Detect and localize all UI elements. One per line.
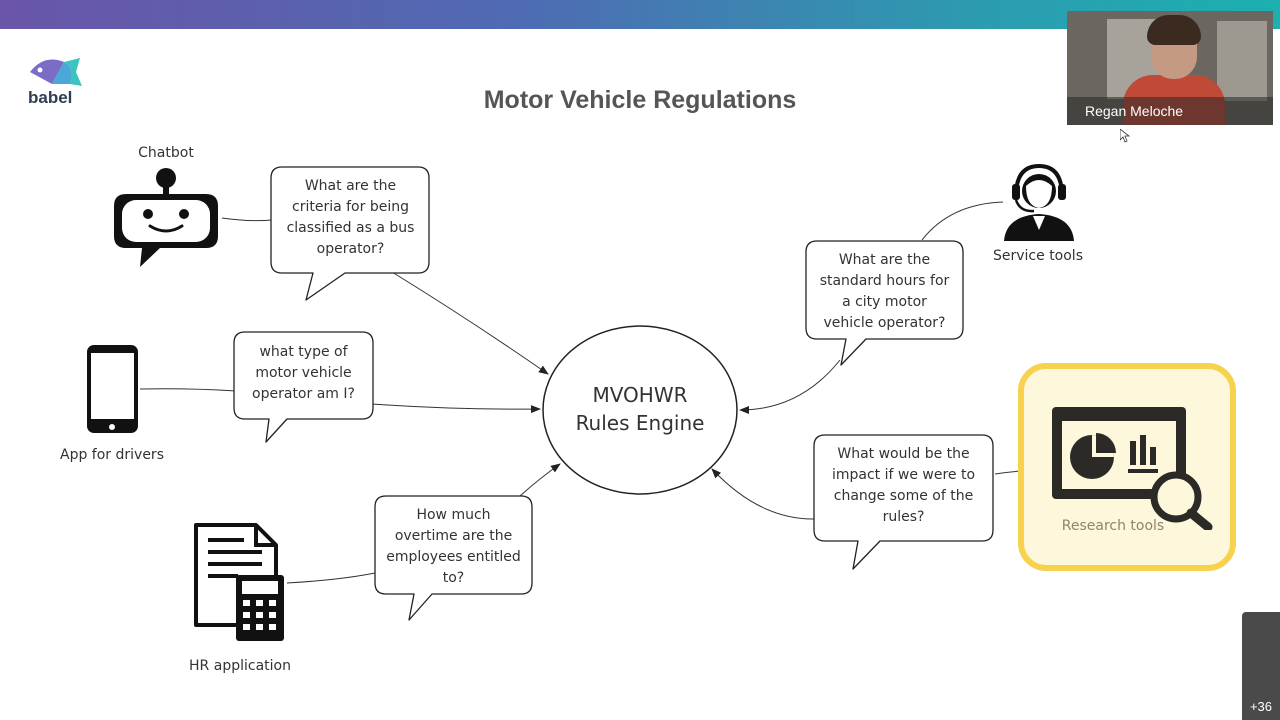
question-app: what type of motor vehicle operator am I… bbox=[234, 342, 373, 405]
question-research: What would be the impact if we were to c… bbox=[814, 444, 993, 528]
question-line: What are the bbox=[838, 252, 931, 268]
participant-video-tile[interactable]: Regan Meloche bbox=[1067, 11, 1273, 125]
engine-line-2: Rules Engine bbox=[575, 411, 705, 435]
question-line: criteria for being bbox=[292, 199, 409, 215]
bubble-app bbox=[233, 331, 374, 443]
cursor-icon bbox=[1120, 129, 1130, 143]
question-line: change some of the bbox=[833, 488, 974, 504]
brand-name: babel bbox=[28, 88, 73, 107]
connector-service bbox=[921, 201, 1004, 241]
question-line: employees entitled bbox=[386, 549, 521, 565]
hr-label: HR application bbox=[189, 658, 291, 674]
participant-name: Regan Meloche bbox=[1085, 103, 1184, 119]
connector-app-engine bbox=[371, 403, 541, 414]
rules-engine-node bbox=[542, 325, 738, 495]
participant-name-bar: Regan Meloche bbox=[1067, 97, 1273, 125]
bubble-research bbox=[813, 434, 994, 570]
connector-hr-engine bbox=[519, 463, 561, 497]
question-line: What are the bbox=[304, 178, 397, 194]
fish-logo-icon bbox=[30, 58, 82, 86]
rules-engine-label: MVOHWR Rules Engine bbox=[560, 381, 720, 437]
bubble-hr bbox=[374, 495, 533, 621]
question-line: motor vehicle bbox=[255, 365, 352, 381]
bubble-service bbox=[805, 240, 964, 366]
connector-hr bbox=[286, 572, 376, 584]
more-participants-count: +36 bbox=[1249, 699, 1272, 714]
question-line: classified as a bus bbox=[286, 220, 415, 236]
video-background-window bbox=[1217, 21, 1267, 101]
question-line: rules? bbox=[882, 509, 925, 525]
more-participants-button[interactable]: +36 bbox=[1242, 612, 1280, 720]
connector-service-engine bbox=[739, 359, 841, 414]
service-label: Service tools bbox=[993, 248, 1083, 264]
bubble-chatbot bbox=[270, 166, 430, 301]
question-chatbot: What are the criteria for being classifi… bbox=[272, 176, 429, 260]
headset-agent-icon bbox=[1004, 163, 1074, 241]
question-line: standard hours for bbox=[819, 273, 950, 289]
engine-line-1: MVOHWR bbox=[592, 383, 688, 407]
question-line: What would be the bbox=[837, 446, 970, 462]
question-line: a city motor bbox=[842, 294, 927, 310]
connector-research-engine bbox=[711, 468, 816, 520]
chatbot-label: Chatbot bbox=[138, 145, 194, 161]
question-line: overtime are the bbox=[394, 528, 513, 544]
question-line: what type of bbox=[259, 344, 348, 360]
participant-hair bbox=[1147, 15, 1201, 45]
question-hr: How much overtime are the employees enti… bbox=[375, 505, 532, 589]
question-line: impact if we were to bbox=[831, 467, 976, 483]
question-line: How much bbox=[416, 507, 491, 523]
question-line: to? bbox=[442, 570, 465, 586]
document-calculator-icon bbox=[194, 523, 284, 641]
question-line: vehicle operator? bbox=[823, 315, 946, 331]
dashboard-search-icon bbox=[1052, 407, 1213, 530]
slide-title: Motor Vehicle Regulations bbox=[483, 86, 797, 114]
connector-app bbox=[139, 388, 237, 392]
question-service: What are the standard hours for a city m… bbox=[806, 250, 963, 334]
top-gradient-bar bbox=[0, 0, 1280, 29]
connector-chatbot-engine bbox=[391, 271, 549, 375]
question-line: operator am I? bbox=[252, 386, 355, 402]
phone-icon bbox=[87, 345, 138, 433]
question-line: operator? bbox=[316, 241, 385, 257]
robot-icon bbox=[114, 168, 218, 267]
research-label: Research tools bbox=[1061, 518, 1165, 534]
connector-chatbot bbox=[221, 217, 273, 222]
app-label: App for drivers bbox=[60, 447, 164, 463]
